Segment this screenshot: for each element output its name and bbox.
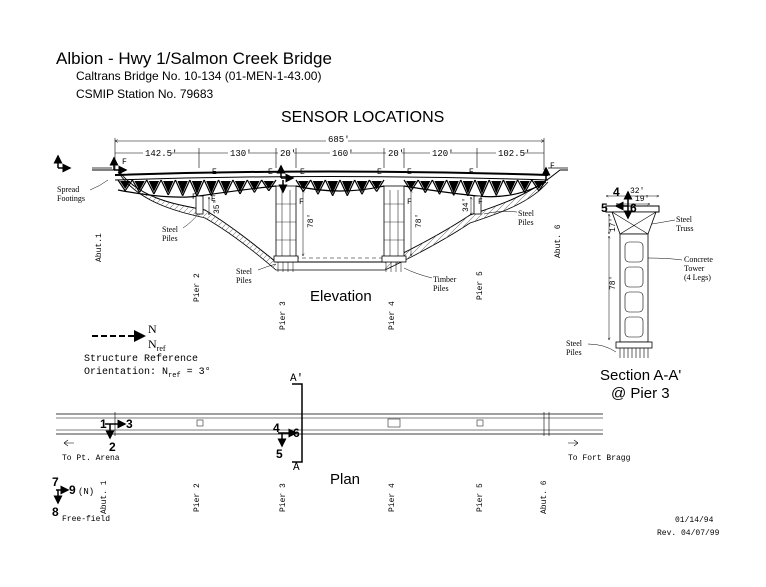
span-label: 102.5' (498, 149, 530, 159)
plan-abut-1-label: Abut. 1 (100, 480, 109, 514)
f-label: F (407, 198, 412, 207)
elevation-sensors (53, 154, 551, 194)
height-dimensions: 35' 78' 78' 34' (209, 190, 471, 256)
f-label: F (478, 198, 483, 207)
section-caption-2: @ Pier 3 (611, 385, 670, 402)
height-label: 34' (462, 198, 471, 212)
north-arrow: N Nref (92, 322, 166, 353)
pier-4-label: Pier 4 (388, 301, 397, 330)
nref-label: Nref (148, 337, 166, 353)
section-width-label: 32' (630, 187, 644, 196)
north-label: N (148, 322, 157, 336)
plan-pier-2-label: Pier 2 (193, 483, 202, 512)
section-width-label: 19' (635, 195, 649, 204)
span-label: 130' (230, 149, 252, 159)
section-channel-4: 4 (613, 185, 620, 199)
plan-channel-9: 9 (69, 483, 76, 497)
station-number: CSMIP Station No. 79683 (76, 87, 214, 101)
pier-3 (273, 185, 299, 272)
span-label: 20' (280, 149, 296, 159)
north-direction-label: (N) (78, 487, 94, 497)
plan-a-label: A (293, 462, 300, 474)
pier-2-label: Pier 2 (193, 273, 202, 302)
plan-pier-5-label: Pier 5 (476, 483, 485, 512)
e-label: E (300, 168, 305, 177)
e-label: E (212, 168, 217, 177)
f-label: F (122, 158, 127, 167)
pier-4 (381, 185, 407, 272)
date-label: 01/14/94 (675, 516, 714, 525)
e-label: E (211, 195, 216, 204)
orientation-text-2: Orientation: Nref = 3° (84, 366, 211, 380)
plan-channel-1: 1 (100, 417, 107, 431)
f-label: F (299, 198, 304, 207)
free-field-label: Free-field (62, 515, 110, 524)
pier-2 (195, 195, 204, 215)
span-label: 142.5' (145, 149, 177, 159)
to-pt-arena-label: To Pt. Arena (62, 454, 120, 463)
abut-6-label: Abut. 6 (554, 224, 563, 258)
orientation-text-1: Structure Reference (84, 353, 198, 365)
plan-caption: Plan (330, 471, 360, 488)
e-label: E (469, 168, 474, 177)
plan-pier-3-label: Pier 3 (279, 483, 288, 512)
sensor-locations-heading: SENSOR LOCATIONS (281, 109, 444, 126)
f-label: F (192, 193, 197, 202)
height-label: 78' (307, 214, 316, 228)
span-label: 160' (332, 149, 354, 159)
span-label: 120' (432, 149, 454, 159)
section-height-label: 78' (609, 276, 618, 290)
overall-dimension: 685' (114, 133, 545, 170)
section-channel-6: 6 (630, 201, 637, 215)
span-dimensions: 142.5' 130' 20' 160' 20' 120' 102.5' (115, 148, 544, 168)
f-label: F (550, 162, 555, 171)
plan-view (53, 383, 603, 505)
ground-profile (92, 167, 568, 271)
e-label: E (268, 168, 273, 177)
pier-3-label: Pier 3 (279, 301, 288, 330)
plan-channel-8: 8 (52, 505, 59, 519)
joint-labels: E E E E E E E F F F F F F (122, 158, 555, 207)
pier-5 (473, 195, 482, 215)
to-fort-bragg-label: To Fort Bragg (568, 454, 631, 463)
steel-truss (117, 179, 547, 197)
height-label: 35' (213, 200, 222, 214)
bridge-number: Caltrans Bridge No. 10-134 (01-MEN-1-43.… (76, 69, 322, 83)
span-label: 20' (388, 149, 404, 159)
section-channel-5: 5 (601, 201, 608, 215)
section-view: 32' 19' 17' 78' (605, 187, 660, 358)
revision-date-label: Rev. 04/07/99 (657, 529, 720, 538)
e-label: E (377, 168, 382, 177)
plan-pier-4-label: Pier 4 (388, 483, 397, 512)
section-caption-1: Section A-A' (600, 367, 681, 384)
drawing-title: Albion - Hwy 1/Salmon Creek Bridge (56, 49, 332, 68)
height-label: 78' (415, 214, 424, 228)
plan-channel-2: 2 (109, 440, 116, 454)
overall-length-label: 685' (328, 135, 350, 145)
plan-a-prime-label: A' (290, 373, 303, 385)
abut-1-label: Abut.1 (95, 233, 104, 262)
e-label: E (407, 168, 412, 177)
plan-channel-7: 7 (52, 475, 59, 489)
elevation-caption: Elevation (310, 288, 372, 305)
plan-channel-6: 6 (293, 426, 300, 440)
pier-5-label: Pier 5 (476, 271, 485, 300)
section-height-label: 17' (609, 218, 618, 232)
plan-channel-5: 5 (276, 447, 283, 461)
plan-abut-6-label: Abut. 6 (540, 480, 549, 514)
plan-channel-4: 4 (273, 421, 280, 435)
plan-channel-3: 3 (126, 417, 133, 431)
support-labels: Abut.1 Abut. 6 Pier 2 Pier 3 Pier 4 Pier… (95, 224, 563, 330)
